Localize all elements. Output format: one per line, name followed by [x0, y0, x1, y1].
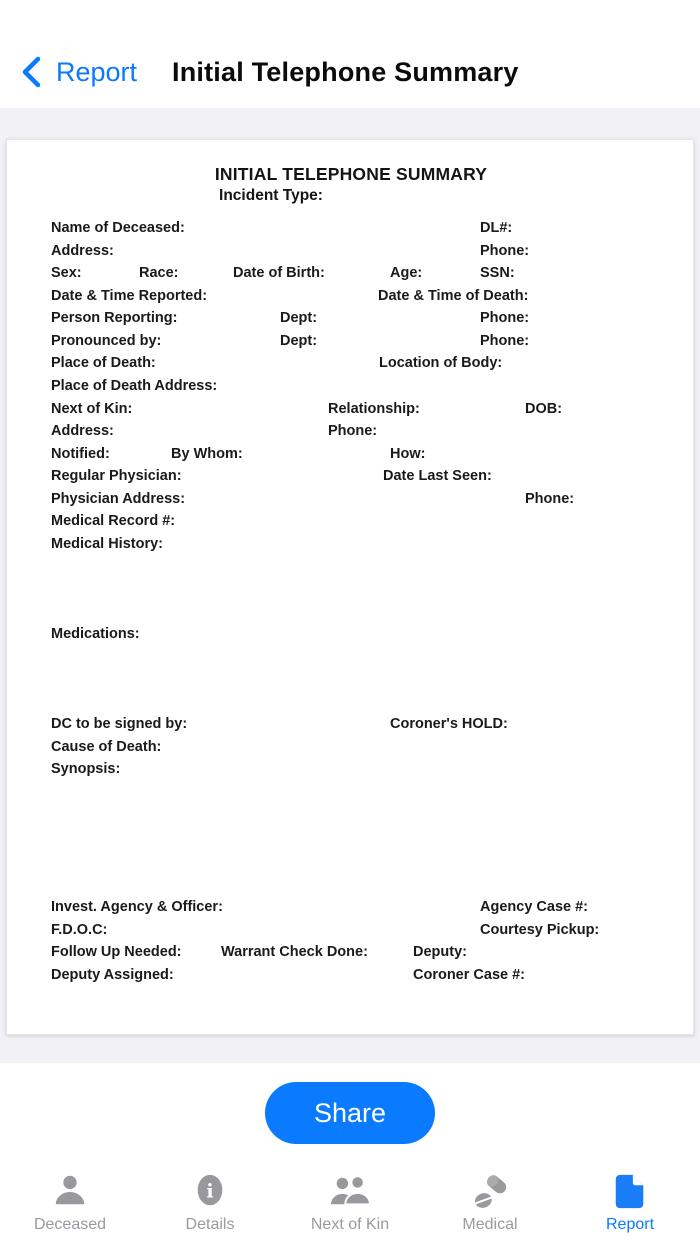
label-notified: Notified:: [51, 446, 110, 462]
label-synopsis: Synopsis:: [51, 761, 121, 777]
label-dc-signed-by: DC to be signed by:: [51, 716, 188, 732]
report-preview-card: INITIAL TELEPHONE SUMMARY Incident Type:…: [6, 139, 694, 1035]
label-place-of-death-address: Place of Death Address:: [51, 378, 218, 394]
label-sex: Sex:: [51, 265, 82, 281]
label-phone: Phone:: [480, 243, 530, 259]
label-by-whom: By Whom:: [171, 446, 243, 462]
label-ssn: SSN:: [480, 265, 515, 281]
report-title: INITIAL TELEPHONE SUMMARY: [214, 164, 488, 184]
label-date-time-of-death: Date & Time of Death:: [378, 288, 529, 304]
label-physician-address: Physician Address:: [51, 491, 186, 507]
label-date-last-seen: Date Last Seen:: [383, 468, 492, 484]
people-icon: [327, 1170, 373, 1212]
info-icon: i: [187, 1170, 233, 1212]
label-phone: Phone:: [480, 333, 530, 349]
label-phone: Phone:: [480, 310, 530, 326]
label-age: Age:: [390, 265, 423, 281]
label-next-of-kin: Next of Kin:: [51, 401, 133, 417]
label-date-of-birth: Date of Birth:: [233, 265, 325, 281]
label-race: Race:: [139, 265, 179, 281]
tab-next-of-kin[interactable]: Next of Kin: [280, 1164, 420, 1244]
label-invest-agency-officer: Invest. Agency & Officer:: [51, 899, 223, 915]
label-location-of-body: Location of Body:: [379, 355, 503, 371]
label-address: Address:: [51, 423, 114, 439]
navigation-bar: Report Initial Telephone Summary: [0, 0, 700, 108]
label-how: How:: [390, 446, 426, 462]
label-dept: Dept:: [280, 333, 318, 349]
tab-details[interactable]: i Details: [140, 1164, 280, 1244]
label-fdoc: F.D.O.C:: [51, 922, 108, 938]
incident-type-label: Incident Type:: [219, 187, 323, 204]
tab-medical[interactable]: Medical: [420, 1164, 560, 1244]
label-person-reporting: Person Reporting:: [51, 310, 178, 326]
tab-label: Deceased: [33, 1216, 107, 1233]
label-dl-number: DL#:: [480, 220, 513, 236]
tab-report[interactable]: Report: [560, 1164, 700, 1244]
label-cause-of-death: Cause of Death:: [51, 739, 162, 755]
label-medical-history: Medical History:: [51, 536, 163, 552]
tab-label: Next of Kin: [310, 1216, 390, 1233]
tab-deceased[interactable]: Deceased: [0, 1164, 140, 1244]
share-button[interactable]: Share: [265, 1082, 435, 1144]
tab-label: Details: [185, 1216, 235, 1233]
pills-icon: [467, 1170, 513, 1212]
label-warrant-check-done: Warrant Check Done:: [221, 944, 368, 960]
label-date-time-reported: Date & Time Reported:: [51, 288, 208, 304]
label-phone: Phone:: [525, 491, 575, 507]
label-medical-record-number: Medical Record #:: [51, 513, 176, 529]
tab-bar: Deceased i Details Next of Kin: [0, 1164, 700, 1244]
label-follow-up-needed: Follow Up Needed:: [51, 944, 182, 960]
label-coroner-case-number: Coroner Case #:: [413, 967, 526, 983]
label-agency-case-number: Agency Case #:: [480, 899, 588, 915]
label-name-of-deceased: Name of Deceased:: [51, 220, 185, 236]
tab-label: Report: [605, 1216, 655, 1233]
label-deputy: Deputy:: [413, 944, 467, 960]
back-chevron-icon[interactable]: [20, 56, 42, 88]
label-courtesy-pickup: Courtesy Pickup:: [480, 922, 600, 938]
label-coroners-hold: Coroner's HOLD:: [390, 716, 508, 732]
label-address: Address:: [51, 243, 114, 259]
label-medications: Medications:: [51, 626, 140, 642]
label-pronounced-by: Pronounced by:: [51, 333, 162, 349]
label-place-of-death: Place of Death:: [51, 355, 156, 371]
svg-text:i: i: [206, 1181, 213, 1203]
label-relationship: Relationship:: [328, 401, 420, 417]
label-dept: Dept:: [280, 310, 318, 326]
back-button[interactable]: Report: [56, 57, 138, 87]
page-title: Initial Telephone Summary: [172, 57, 519, 87]
label-dob: DOB:: [525, 401, 563, 417]
person-icon: [47, 1170, 93, 1212]
label-regular-physician: Regular Physician:: [51, 468, 182, 484]
label-phone: Phone:: [328, 423, 378, 439]
label-deputy-assigned: Deputy Assigned:: [51, 967, 174, 983]
document-icon: [607, 1170, 653, 1212]
tab-label: Medical: [462, 1216, 518, 1233]
